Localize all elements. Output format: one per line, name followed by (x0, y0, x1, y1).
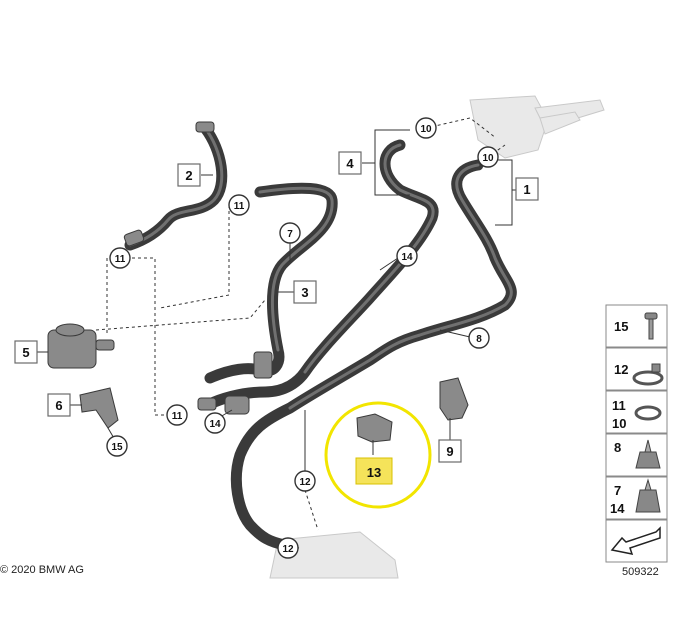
svg-text:14: 14 (209, 419, 221, 430)
clip-icon (635, 439, 661, 469)
callout-circle-12a[interactable]: 12 (294, 470, 316, 492)
callout-box-1[interactable]: 1 (515, 177, 539, 201)
hose-clamp-icon (632, 363, 664, 386)
clip-holder-icon (635, 478, 661, 513)
svg-text:6: 6 (55, 398, 62, 413)
svg-text:9: 9 (446, 444, 453, 459)
callout-circle-14a[interactable]: 14 (396, 245, 418, 267)
legend-row-11-10[interactable]: 11 10 (605, 390, 668, 434)
spring-clamp-icon (634, 405, 662, 421)
svg-text:12: 12 (299, 477, 311, 488)
svg-text:10: 10 (482, 153, 494, 164)
callout-13: 13 (367, 465, 381, 480)
hose-3 (254, 182, 338, 376)
svg-text:11: 11 (172, 411, 183, 422)
holder-13 (356, 413, 393, 443)
screw-icon (644, 312, 658, 340)
legend-row-arrow[interactable] (605, 519, 668, 563)
svg-text:10: 10 (420, 124, 432, 135)
svg-text:11: 11 (115, 254, 126, 265)
svg-text:2: 2 (185, 168, 192, 183)
highlight-box-13[interactable] (355, 457, 393, 485)
callout-box-6[interactable]: 6 (47, 393, 71, 417)
svg-text:12: 12 (282, 544, 294, 555)
legend-row-7-14[interactable]: 7 14 (605, 476, 668, 520)
callout-box-5[interactable]: 5 (14, 340, 38, 364)
coupling-top (195, 121, 215, 133)
hose-4 (204, 139, 439, 410)
bracket-9 (439, 377, 469, 421)
svg-text:11: 11 (234, 201, 245, 212)
coupling-left (123, 229, 145, 247)
callout-circle-7[interactable]: 7 (279, 222, 301, 244)
callout-circle-12b[interactable]: 12 (277, 537, 299, 559)
callout-circle-11b[interactable]: 11 (109, 247, 131, 269)
callout-box-9[interactable]: 9 (438, 439, 462, 463)
callout-circle-8[interactable]: 8 (468, 327, 490, 349)
image-number: 509322 (622, 566, 659, 578)
svg-text:1: 1 (523, 182, 530, 197)
legend-row-15[interactable]: 15 (605, 304, 668, 348)
svg-text:3: 3 (301, 285, 308, 300)
ghost-component-bottom (269, 531, 399, 579)
highlight-ring (324, 401, 432, 509)
svg-text:4: 4 (346, 156, 354, 171)
legend-row-8[interactable]: 8 (605, 433, 668, 477)
svg-text:10: 10 (612, 416, 626, 431)
svg-text:11: 11 (612, 398, 626, 413)
legend-row-12[interactable]: 12 (605, 347, 668, 391)
callout-box-4[interactable]: 4 (338, 151, 362, 175)
callout-circle-10b[interactable]: 10 (477, 146, 499, 168)
valve-junction (197, 351, 273, 415)
svg-text:8: 8 (614, 440, 621, 455)
arrow-icon (610, 526, 661, 555)
callout-circle-11c[interactable]: 11 (166, 404, 188, 426)
hose-1 (230, 159, 517, 551)
callout-box-3[interactable]: 3 (293, 280, 317, 304)
svg-text:15: 15 (614, 319, 628, 334)
callout-circle-11a[interactable]: 11 (228, 194, 250, 216)
svg-text:15: 15 (111, 442, 123, 453)
callout-circle-10a[interactable]: 10 (415, 117, 437, 139)
svg-text:7: 7 (614, 483, 621, 498)
svg-text:5: 5 (22, 345, 29, 360)
svg-text:8: 8 (476, 334, 482, 345)
hose-2 (124, 122, 228, 251)
svg-text:12: 12 (614, 362, 628, 377)
legend-panel: 15 12 11 10 8 (605, 304, 668, 578)
svg-text:7: 7 (287, 229, 293, 240)
pump-5 (47, 323, 115, 369)
bracket-6 (79, 387, 119, 429)
svg-text:14: 14 (401, 252, 413, 263)
leader-lines (36, 117, 522, 549)
ghost-component-top-right (469, 95, 605, 159)
copyright-text: © 2020 BMW AG (0, 564, 84, 576)
callout-circle-14b[interactable]: 14 (204, 412, 226, 434)
svg-text:14: 14 (610, 501, 625, 516)
callout-circle-15[interactable]: 15 (106, 435, 128, 457)
callout-box-2[interactable]: 2 (177, 163, 201, 187)
